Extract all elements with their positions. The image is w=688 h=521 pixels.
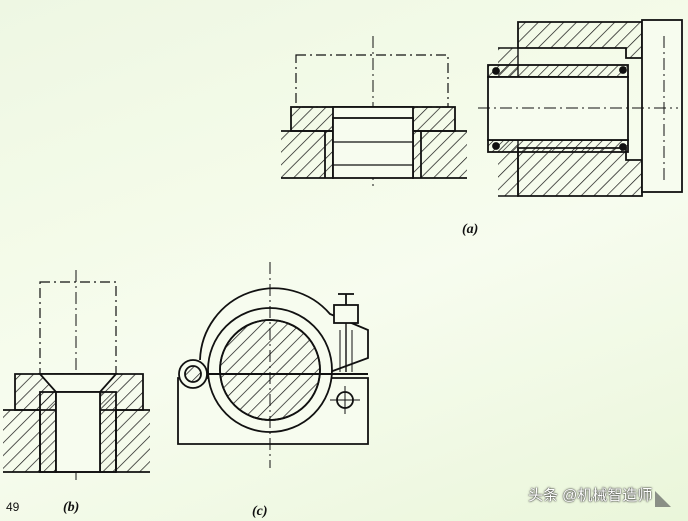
page-number: 49 (6, 500, 20, 514)
watermark: 头条 @机械智造师 (528, 487, 653, 504)
figure-a-sleeve-detail (478, 19, 683, 197)
figure-c-clamp-detail (177, 262, 369, 468)
figure-a-flange-detail (281, 36, 467, 188)
figure-b-detail (3, 270, 150, 480)
figure-c-caption: (c) (252, 504, 268, 519)
figure-b-caption: (b) (63, 500, 80, 515)
figure-a-caption: (a) (462, 222, 479, 237)
corner-triangle-icon (655, 491, 671, 507)
